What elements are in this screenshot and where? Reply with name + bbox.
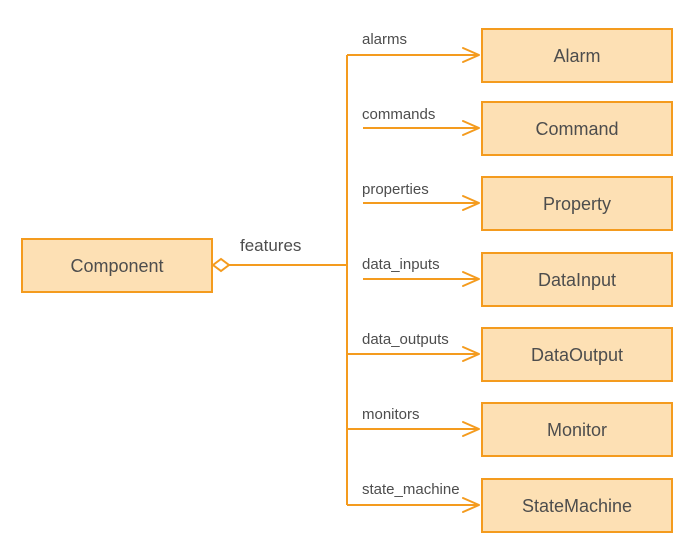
edge-data-inputs: data_inputs [362,256,480,287]
aggregation-label: features [240,236,301,255]
arrowhead-icon [462,120,480,136]
dataoutput-node-label: DataOutput [531,345,623,365]
edge-label-commands: commands [362,106,435,123]
arrowhead-icon [462,421,480,437]
edge-label-data-outputs: data_outputs [362,331,449,348]
monitor-node-label: Monitor [547,420,607,440]
arrowhead-icon [462,47,480,63]
statemachine-node-label: StateMachine [522,496,632,516]
edge-state-machine: state_machine [347,481,480,513]
dataoutput-node[interactable]: DataOutput [481,327,673,382]
edge-label-state-machine: state_machine [362,481,460,498]
edge-label-data-inputs: data_inputs [362,256,440,273]
datainput-node[interactable]: DataInput [481,252,673,307]
edge-label-monitors: monitors [362,406,420,423]
edge-properties: properties [362,181,480,211]
edge-data-outputs: data_outputs [347,331,480,362]
edge-commands: commands [362,106,480,136]
statemachine-node[interactable]: StateMachine [481,478,673,533]
component-node[interactable]: Component [21,238,213,293]
monitor-node[interactable]: Monitor [481,402,673,457]
property-node-label: Property [543,194,611,214]
datainput-node-label: DataInput [538,270,616,290]
aggregation-connector: features [211,236,347,273]
property-node[interactable]: Property [481,176,673,231]
command-node[interactable]: Command [481,101,673,156]
arrowhead-icon [462,195,480,211]
arrowhead-icon [462,497,480,513]
component-node-label: Component [70,256,163,276]
arrowhead-icon [462,346,480,362]
command-node-label: Command [535,119,618,139]
alarm-node[interactable]: Alarm [481,28,673,83]
edge-alarms: alarms [347,31,480,63]
aggregation-diamond-icon [211,257,231,273]
edge-label-alarms: alarms [362,31,407,48]
edge-label-properties: properties [362,181,429,198]
edge-monitors: monitors [347,406,480,437]
arrowhead-icon [462,271,480,287]
alarm-node-label: Alarm [553,46,600,66]
